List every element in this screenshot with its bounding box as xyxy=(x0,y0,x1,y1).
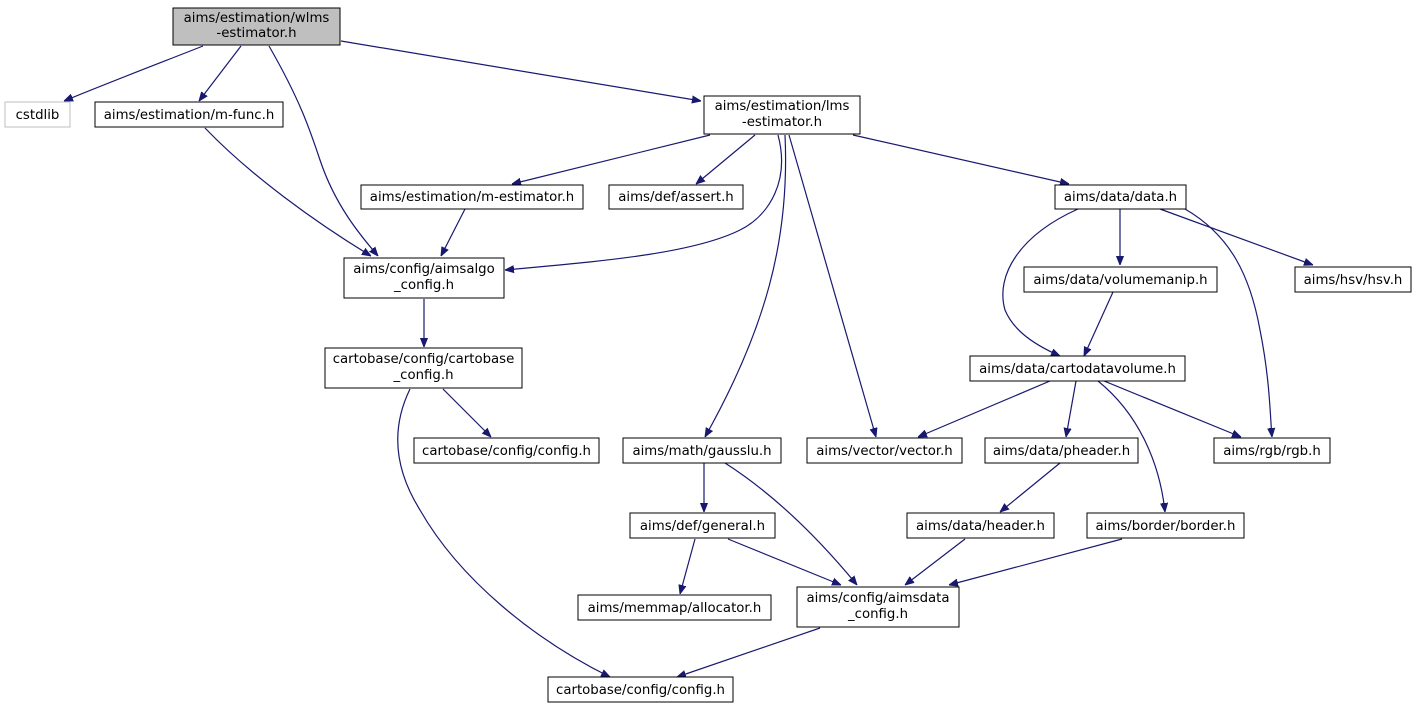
node-cbcfg-label-line2: _config.h xyxy=(393,368,454,383)
edge-pheader-to-header xyxy=(1000,462,1061,512)
node-border[interactable]: aims/border/border.h xyxy=(1086,512,1245,539)
node-config1-label: cartobase/config/config.h xyxy=(422,444,591,459)
edge-wlms-to-cstdlib xyxy=(64,45,204,102)
edge-mfunc-to-algocfg xyxy=(204,127,371,256)
edge-mest-to-algocfg xyxy=(441,208,466,256)
node-lms-estimator[interactable]: aims/estimation/lms -estimator.h xyxy=(703,95,861,135)
node-algocfg-label-line2: _config.h xyxy=(393,278,454,293)
edge-border-to-datacfg xyxy=(949,538,1123,585)
node-cartobase-config-h[interactable]: cartobase/config/config.h xyxy=(413,437,600,464)
edge-gausslu-to-datacfg xyxy=(724,462,857,585)
edge-lms-to-mest xyxy=(512,134,711,184)
node-data[interactable]: aims/data/data.h xyxy=(1054,184,1187,210)
node-lms-label-line2: -estimator.h xyxy=(742,115,822,130)
node-aimsdata-config[interactable]: aims/config/aimsdata _config.h xyxy=(796,586,960,628)
node-mest-label: aims/estimation/m-estimator.h xyxy=(370,190,574,205)
edge-datacfg-to-config2 xyxy=(677,627,821,677)
edge-volmanip-to-cdvol xyxy=(1083,291,1114,356)
node-aimsalgo-config[interactable]: aims/config/aimsalgo _config.h xyxy=(343,257,505,299)
node-m-func[interactable]: aims/estimation/m-func.h xyxy=(94,101,284,128)
node-wlms-label-line1: aims/estimation/wlms xyxy=(184,11,330,26)
node-data-label: aims/data/data.h xyxy=(1064,190,1177,205)
edge-wlms-to-algocfg xyxy=(268,45,378,256)
node-mfunc-label: aims/estimation/m-func.h xyxy=(104,108,275,123)
node-lms-label-line1: aims/estimation/lms xyxy=(715,99,850,114)
edge-lms-to-assert xyxy=(696,134,756,184)
node-allocator-label: aims/memmap/allocator.h xyxy=(588,601,762,616)
node-datacfg-label-line2: _config.h xyxy=(847,607,908,622)
edge-data-to-rgb xyxy=(1184,208,1272,437)
edge-cdvol-to-pheader xyxy=(1066,380,1077,437)
node-gausslu-label: aims/math/gausslu.h xyxy=(632,444,771,459)
node-hsv-label: aims/hsv/hsv.h xyxy=(1304,273,1403,288)
node-cbcfg-label-line1: cartobase/config/cartobase xyxy=(333,352,515,367)
node-cdvol-label: aims/data/cartodatavolume.h xyxy=(979,362,1176,377)
edge-layer xyxy=(64,40,1313,678)
edge-cdvol-to-vector xyxy=(918,380,1051,438)
node-wlms-label-line2: -estimator.h xyxy=(216,26,296,41)
node-border-label: aims/border/border.h xyxy=(1096,519,1236,534)
edge-lms-to-vector xyxy=(788,134,876,437)
edge-cbcfg-to-config2 xyxy=(397,388,610,678)
node-layer: aims/estimation/wlms -estimator.h cstdli… xyxy=(4,7,1412,703)
node-gausslu[interactable]: aims/math/gausslu.h xyxy=(622,437,782,464)
node-cartodatavolume[interactable]: aims/data/cartodatavolume.h xyxy=(969,355,1186,382)
edge-general-to-datacfg xyxy=(727,538,841,586)
node-header[interactable]: aims/data/header.h xyxy=(906,512,1055,539)
edge-data-to-cdvol xyxy=(1002,208,1079,357)
node-assert-label: aims/def/assert.h xyxy=(618,190,734,205)
edge-data-to-hsv xyxy=(1159,208,1313,265)
node-cstdlib[interactable]: cstdlib xyxy=(4,101,71,128)
node-algocfg-label-line1: aims/config/aimsalgo xyxy=(353,262,495,277)
node-datacfg-label-line1: aims/config/aimsdata xyxy=(806,591,949,606)
node-pheader[interactable]: aims/data/pheader.h xyxy=(984,437,1139,464)
node-hsv[interactable]: aims/hsv/hsv.h xyxy=(1294,266,1412,293)
node-wlms-estimator[interactable]: aims/estimation/wlms -estimator.h xyxy=(172,7,341,46)
node-general[interactable]: aims/def/general.h xyxy=(629,512,776,539)
edge-cbcfg-to-config1 xyxy=(442,388,491,437)
edge-wlms-to-mfunc xyxy=(199,45,242,101)
edge-lms-to-gausslu xyxy=(705,134,787,437)
node-rgb[interactable]: aims/rgb/rgb.h xyxy=(1213,437,1331,464)
node-assert[interactable]: aims/def/assert.h xyxy=(608,184,744,210)
node-volumemanip[interactable]: aims/data/volumemanip.h xyxy=(1023,266,1218,293)
node-vector-label: aims/vector/vector.h xyxy=(816,444,952,459)
edge-lms-to-algocfg xyxy=(505,134,783,270)
edge-general-to-allocator xyxy=(680,538,696,594)
node-cartobase-config-h-bottom[interactable]: cartobase/config/config.h xyxy=(547,676,734,703)
node-volmanip-label: aims/data/volumemanip.h xyxy=(1033,273,1207,288)
node-m-estimator[interactable]: aims/estimation/m-estimator.h xyxy=(360,184,584,210)
edge-cdvol-to-rgb xyxy=(1103,380,1241,438)
edge-header-to-datacfg xyxy=(905,538,966,585)
edge-lms-to-data xyxy=(852,134,1069,184)
node-general-label: aims/def/general.h xyxy=(640,519,765,534)
node-allocator[interactable]: aims/memmap/allocator.h xyxy=(577,594,772,621)
node-cstdlib-label: cstdlib xyxy=(16,108,60,123)
node-vector[interactable]: aims/vector/vector.h xyxy=(806,437,963,464)
node-rgb-label: aims/rgb/rgb.h xyxy=(1223,444,1321,459)
edge-wlms-to-lms xyxy=(340,40,701,101)
node-pheader-label: aims/data/pheader.h xyxy=(993,444,1130,459)
node-header-label: aims/data/header.h xyxy=(916,519,1045,534)
node-cartobase-config[interactable]: cartobase/config/cartobase _config.h xyxy=(324,347,523,389)
node-config2-label: cartobase/config/config.h xyxy=(556,683,725,698)
edge-cdvol-to-border xyxy=(1097,380,1165,512)
